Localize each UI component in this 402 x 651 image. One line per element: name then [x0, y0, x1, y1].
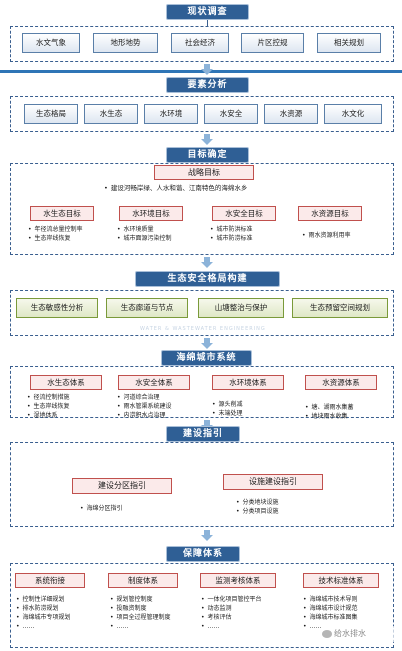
ecology-item: 生态预留空间规划 [292, 298, 388, 318]
survey-item: 地形地势 [93, 33, 158, 53]
goal-bullets: 年径流总量控制率生态岸线恢复 [28, 225, 83, 243]
system-title: 水资源体系 [305, 375, 377, 390]
assurance-bullets: 规划管控制度投融资制度项目全过程管理制度…… [110, 595, 171, 631]
down-arrow-icon [201, 338, 213, 349]
assurance-bullets: 控制性详细规划排水防涝规划海绵城市专项规划…… [16, 595, 71, 631]
assurance-title: 制度体系 [108, 573, 178, 588]
analysis-item: 水生态 [84, 104, 138, 124]
system-title: 水生态体系 [30, 375, 102, 390]
goals-group [10, 163, 394, 255]
goal-bullets: 城市防洪标准城市防涝标准 [210, 225, 253, 243]
survey-item: 相关规划 [317, 33, 381, 53]
goal-bullets: 水环境质量城市面源污染控制 [117, 225, 172, 243]
assurance-title: 监测考核体系 [200, 573, 276, 588]
strategy-statement: 建设河畅岸绿、人水和谐、江南特色的海绵水乡 [104, 184, 324, 193]
down-arrow-icon [201, 64, 213, 75]
down-arrow-icon [201, 257, 213, 268]
section-title-goals: 目标确定 [166, 147, 249, 163]
assurance-title: 系统衔接 [15, 573, 85, 588]
ecology-item: 山塘整治与保护 [198, 298, 284, 318]
system-title: 水环境体系 [212, 375, 284, 390]
down-arrow-icon [201, 134, 213, 145]
ecology-item: 生态敏感性分析 [16, 298, 98, 318]
watermark-logo: 给水排水 [322, 626, 394, 642]
assurance-bullets: 一体化项目管控平台动态监测考核评估…… [201, 595, 262, 631]
analysis-group [10, 96, 394, 132]
section-title-survey: 现状调查 [166, 4, 249, 20]
guidance-group [10, 442, 394, 527]
zoning-guidance-bullets: 海绵分区指引 [80, 504, 123, 513]
analysis-item: 水安全 [204, 104, 258, 124]
section-title-guidance: 建设指引 [166, 426, 240, 442]
system-bullets: 径流控制措施生态岸线恢复湿地体系 [27, 393, 70, 420]
system-bullets: 源头削减末端处理 [212, 400, 243, 418]
survey-item: 社会经济 [171, 33, 229, 53]
goal-title: 水生态目标 [30, 206, 94, 221]
system-bullets: 河道综合治理雨水管渠系统建设内涝积水点治理 [117, 393, 172, 420]
sponge-system-group [10, 366, 394, 418]
section-title-assurance: 保障体系 [166, 546, 240, 562]
strategy-title: 战略目标 [154, 165, 254, 180]
goal-title: 水安全目标 [212, 206, 276, 221]
survey-item: 片区控规 [241, 33, 304, 53]
assurance-group [10, 563, 394, 648]
section-title-ecology: 生态安全格局构建 [135, 271, 280, 287]
goal-title: 水资源目标 [298, 206, 362, 221]
analysis-item: 水文化 [324, 104, 382, 124]
analysis-item: 水环境 [144, 104, 198, 124]
assurance-bullets: 海绵城市技术导则海绵城市设计规范海绵城市标准图集…… [303, 595, 358, 631]
section-title-analysis: 要素分析 [166, 77, 249, 93]
facility-guidance-bullets: 分类地块设施分类项目设施 [236, 498, 279, 516]
facility-guidance-title: 设施建设指引 [223, 474, 323, 490]
survey-item: 水文气象 [22, 33, 80, 53]
goal-bullets: 雨水资源利用率 [302, 231, 351, 240]
down-arrow-icon [201, 530, 213, 541]
survey-group [10, 26, 394, 62]
watermark-text: WATER & WASTEWATER ENGINEERING [140, 326, 266, 332]
ecology-item: 生态廊道与节点 [106, 298, 188, 318]
connector [207, 20, 208, 26]
section-title-sponge-system: 海绵城市系统 [161, 350, 252, 366]
system-bullets: 塘、湖雨水集蓄地块雨水收集 [305, 403, 354, 421]
wechat-icon [322, 629, 332, 638]
goal-title: 水环境目标 [119, 206, 183, 221]
ecology-group [10, 290, 394, 336]
analysis-item: 水资源 [264, 104, 318, 124]
analysis-item: 生态格局 [24, 104, 78, 124]
zoning-guidance-title: 建设分区指引 [72, 478, 172, 494]
assurance-title: 技术标准体系 [303, 573, 379, 588]
system-title: 水安全体系 [118, 375, 190, 390]
